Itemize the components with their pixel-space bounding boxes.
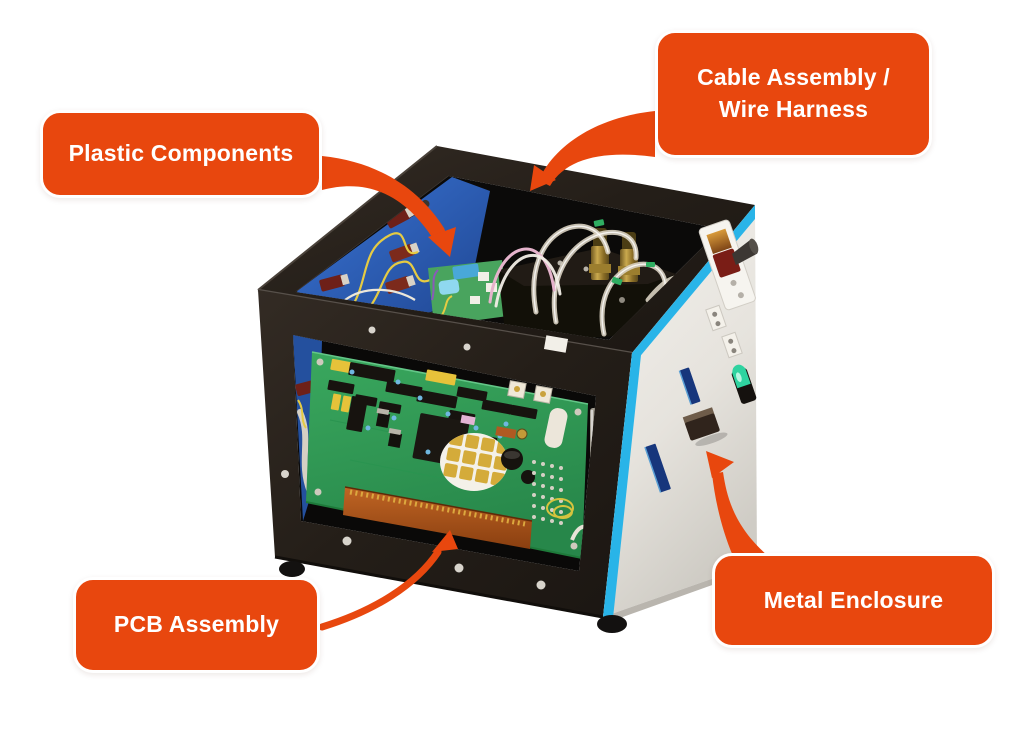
callout-cable-assembly-line1: Cable Assembly / bbox=[697, 64, 890, 91]
callout-plastic-components-label: Plastic Components bbox=[68, 140, 294, 167]
callout-pcb-assembly: PCB Assembly bbox=[73, 577, 320, 673]
frame-screws bbox=[281, 326, 546, 590]
terminal-block bbox=[705, 304, 727, 332]
callout-pcb-assembly-label: PCB Assembly bbox=[113, 611, 280, 638]
pcb-components bbox=[314, 358, 582, 550]
enclosure-front-interior bbox=[293, 335, 596, 571]
plastic-components-arrow bbox=[322, 156, 456, 257]
callout-plastic-components: Plastic Components bbox=[40, 110, 322, 198]
clear-tubing bbox=[531, 223, 691, 337]
callout-metal-enclosure-label: Metal Enclosure bbox=[763, 586, 944, 613]
callout-cable-assembly: Cable Assembly / Wire Harness bbox=[655, 30, 932, 158]
terminal-block bbox=[721, 331, 743, 359]
wall-wire-harness bbox=[344, 232, 431, 319]
pcb-edge-connector bbox=[343, 486, 533, 549]
frame-sticker bbox=[543, 335, 569, 353]
metal-enclosure-arrow bbox=[706, 451, 768, 556]
latch-handle bbox=[682, 407, 728, 446]
panel-slot bbox=[644, 443, 671, 493]
panel-stripe-front bbox=[603, 353, 641, 618]
enclosure-front-frame bbox=[258, 290, 632, 619]
panel-indicator-cluster bbox=[698, 219, 759, 311]
power-rocker-switch bbox=[731, 364, 757, 404]
plastic-connector-board bbox=[428, 260, 508, 326]
pink-wire-pair bbox=[488, 247, 562, 308]
to220-transistors bbox=[375, 407, 403, 448]
callout-metal-enclosure: Metal Enclosure bbox=[712, 553, 995, 648]
pin-header-grid bbox=[532, 460, 563, 525]
speaker-grille bbox=[440, 433, 508, 491]
callout-arrows bbox=[318, 111, 768, 631]
pcb-assembly-arrow bbox=[318, 530, 458, 631]
callout-cable-assembly-line2: Wire Harness bbox=[718, 96, 869, 122]
panel-slot bbox=[678, 367, 701, 405]
tube-zip-ties bbox=[593, 219, 655, 286]
enclosure-side-panel bbox=[603, 205, 759, 623]
cable-assembly-arrow bbox=[530, 111, 655, 191]
